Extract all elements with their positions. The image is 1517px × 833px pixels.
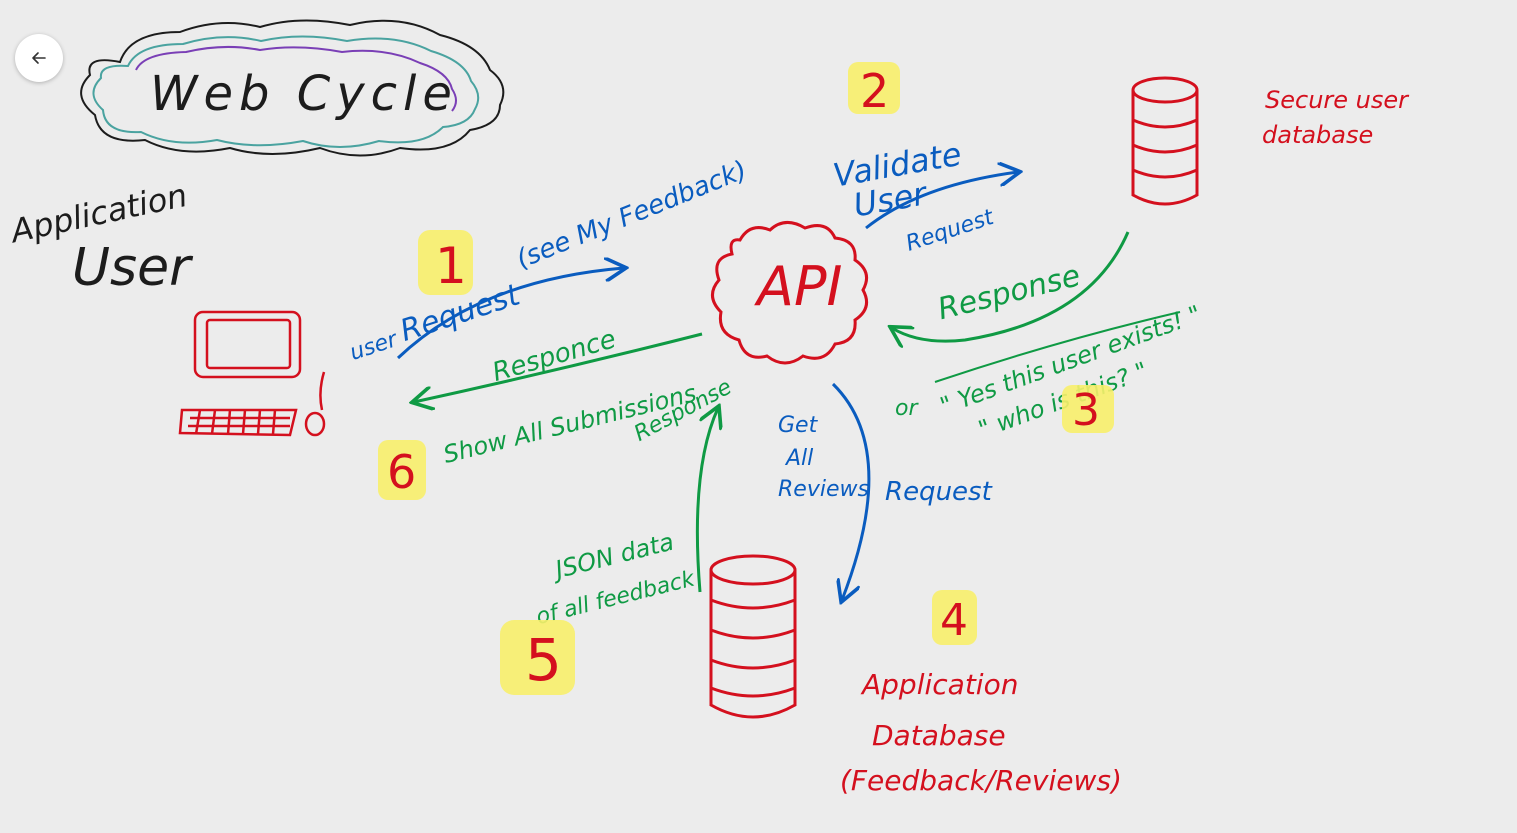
step5-number: 5 — [525, 626, 562, 694]
secure-db-label-line1: Secure user — [1265, 86, 1410, 114]
step1-number: 1 — [435, 237, 467, 295]
step6-number: 6 — [387, 445, 416, 499]
edge5-arrow — [695, 408, 718, 593]
edge4-label: Request — [885, 477, 993, 507]
api-label: API — [754, 255, 842, 318]
edge4-arrow — [831, 382, 871, 600]
edge1-arrow — [396, 268, 624, 360]
app-db-label-line3: (Feedback/Reviews) — [840, 764, 1122, 797]
step2-number: 2 — [860, 64, 889, 118]
secure-database-icon — [1131, 76, 1199, 206]
app-db-label-line2: Database — [872, 719, 1006, 752]
edge3-underline — [934, 311, 1181, 383]
edge4-label-line2: All — [784, 446, 813, 471]
back-button[interactable] — [15, 34, 63, 82]
arrow-left-icon — [32, 52, 46, 64]
step4-number: 4 — [940, 595, 968, 646]
step6-highlight — [378, 440, 426, 500]
edge3-or: or — [895, 396, 919, 421]
step3-highlight — [1062, 385, 1114, 433]
edge6-arrow — [414, 332, 703, 402]
diagram-title: Web Cycle — [150, 66, 458, 122]
edge6-label: Responce — [489, 324, 619, 388]
edge3-arrow — [892, 231, 1130, 341]
application-user-label-line2: User — [72, 238, 194, 298]
secure-db-label-line2: database — [1262, 121, 1373, 149]
edge3-label: Response — [934, 258, 1084, 327]
step3-number: 3 — [1072, 385, 1100, 436]
edge2-arrow — [865, 172, 1018, 230]
edge4-label-line1: Get — [778, 413, 819, 438]
computer-icon — [178, 310, 326, 437]
api-node: API — [711, 221, 869, 365]
step2-highlight — [848, 62, 900, 114]
step5-highlight — [500, 620, 575, 695]
edge1-note: (see My Feedback) — [512, 155, 751, 275]
step4-highlight — [932, 590, 977, 645]
edge1-label-small: user — [347, 327, 402, 366]
app-db-label-line1: Application — [860, 668, 1018, 701]
edge4-label-line3: Reviews — [778, 477, 869, 502]
step1-highlight — [418, 230, 473, 295]
application-database-icon — [709, 554, 797, 719]
title-cloud: Web Cycle — [80, 19, 505, 157]
